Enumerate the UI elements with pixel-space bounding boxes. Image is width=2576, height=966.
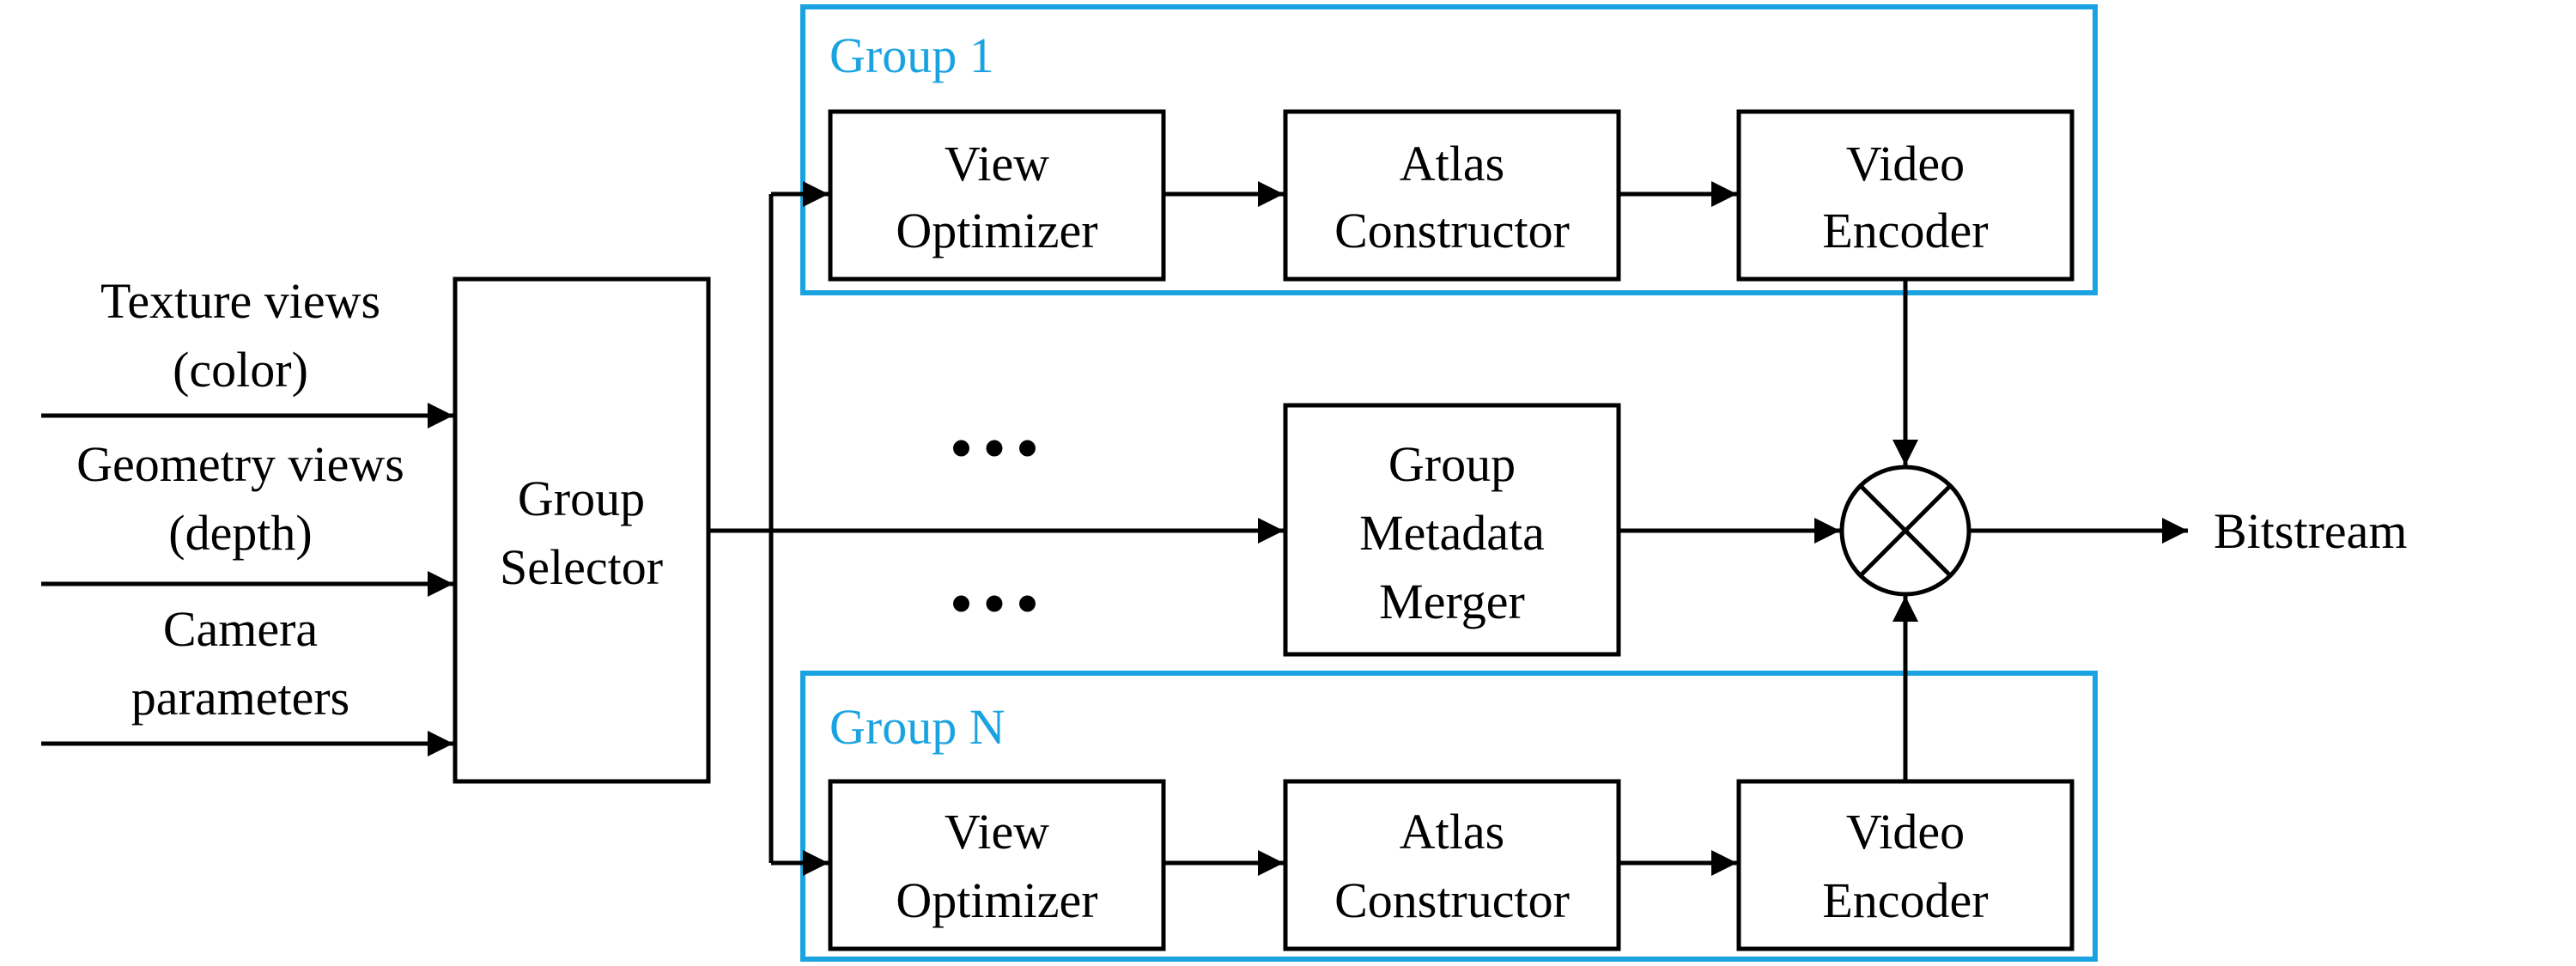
group-n-atlas-constructor-box (1283, 779, 1621, 951)
svg-text:Texture views: Texture views (100, 273, 380, 329)
svg-text:Geometry views: Geometry views (76, 436, 404, 492)
bitstream-label: Bitstream (2214, 503, 2408, 559)
group-1-frame (800, 4, 2098, 295)
svg-text:Selector: Selector (500, 539, 663, 595)
svg-text:Metadata: Metadata (1359, 505, 1545, 561)
svg-text:View: View (945, 804, 1049, 860)
svg-text:Video: Video (1846, 804, 1965, 860)
group-1-view-optimizer-box (828, 109, 1166, 282)
svg-text:Atlas: Atlas (1400, 804, 1504, 860)
group-1-view-optimizer-label: View Optimizer (896, 136, 1097, 258)
svg-text:Group: Group (518, 471, 645, 526)
svg-text:Encoder: Encoder (1822, 203, 1988, 258)
group-1-video-encoder-box (1736, 109, 2075, 282)
group-n-atlas-constructor-label: Atlas Constructor (1334, 804, 1570, 928)
lower-ellipsis: ••• (951, 571, 1050, 637)
svg-text:Group: Group (1388, 436, 1516, 492)
svg-text:Video: Video (1846, 136, 1965, 191)
input-texture-label: Texture views (color) (100, 273, 380, 398)
group-metadata-merger-box (1283, 403, 1621, 657)
group-metadata-merger-label: Group Metadata Merger (1359, 436, 1545, 629)
group-n-frame (800, 671, 2098, 962)
multiplexer-symbol (1839, 465, 1971, 597)
group-n-video-encoder-box (1736, 779, 2075, 951)
svg-text:(color): (color) (173, 342, 308, 398)
input-geometry-label: Geometry views (depth) (76, 436, 404, 561)
group-n-video-encoder-label: Video Encoder (1822, 804, 1988, 928)
group-1-atlas-constructor-label: Atlas Constructor (1334, 136, 1570, 258)
svg-text:View: View (945, 136, 1049, 191)
group-1-video-encoder-label: Video Encoder (1822, 136, 1988, 258)
group-n-title: Group N (829, 699, 1005, 755)
svg-text:Atlas: Atlas (1400, 136, 1504, 191)
group-selector-box (453, 276, 711, 784)
svg-text:Constructor: Constructor (1334, 203, 1570, 258)
svg-text:Encoder: Encoder (1822, 872, 1988, 928)
input-camera-label: Camera parameters (131, 601, 349, 726)
svg-text:Optimizer: Optimizer (896, 203, 1097, 258)
upper-ellipsis: ••• (951, 416, 1050, 482)
svg-text:(depth): (depth) (168, 505, 313, 561)
group-n-view-optimizer-label: View Optimizer (896, 804, 1097, 928)
group-selector-label: Group Selector (500, 471, 663, 595)
svg-text:parameters: parameters (131, 670, 349, 726)
svg-text:Optimizer: Optimizer (896, 872, 1097, 928)
svg-text:Merger: Merger (1379, 574, 1525, 629)
svg-text:Camera: Camera (163, 601, 318, 657)
svg-text:Constructor: Constructor (1334, 872, 1570, 928)
group-1-title: Group 1 (829, 27, 994, 83)
